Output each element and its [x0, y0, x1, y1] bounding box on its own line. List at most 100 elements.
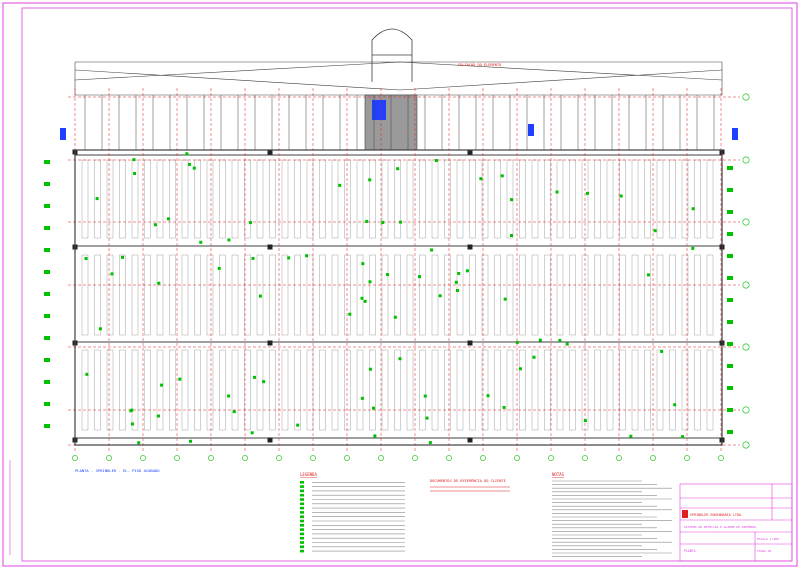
storage-rack	[319, 159, 326, 239]
storage-rack	[144, 159, 151, 239]
alarm-panel	[528, 124, 534, 136]
grid-bubble-right	[742, 218, 750, 226]
storage-rack	[106, 254, 114, 336]
fire-detector	[185, 152, 189, 156]
fire-detector	[178, 377, 182, 381]
legend-symbol	[300, 515, 304, 518]
manual-alarm-station	[44, 270, 50, 274]
fire-detector	[157, 281, 161, 285]
fire-detector	[532, 355, 536, 359]
legend-symbol	[300, 519, 304, 523]
storage-rack	[494, 159, 501, 239]
storage-rack	[369, 349, 376, 431]
fire-detector	[538, 338, 542, 342]
storage-rack	[269, 349, 276, 431]
fire-detector	[338, 183, 342, 187]
storage-rack	[331, 254, 339, 336]
storage-rack	[206, 349, 214, 431]
manual-alarm-station	[727, 364, 733, 368]
storage-rack	[306, 254, 314, 336]
storage-rack	[169, 159, 176, 239]
storage-rack	[656, 254, 664, 336]
storage-rack	[469, 159, 476, 239]
storage-rack	[706, 349, 714, 431]
fire-detector	[110, 272, 114, 276]
grid-bubble-bottom	[276, 455, 282, 461]
storage-rack	[219, 159, 226, 239]
storage-rack	[469, 254, 476, 336]
storage-rack	[431, 349, 439, 431]
grid-bubble-bottom	[616, 455, 622, 461]
title-block	[679, 483, 793, 562]
grid-bubble-right	[742, 343, 750, 351]
storage-rack	[369, 254, 376, 336]
legend-symbol	[300, 511, 304, 514]
storage-rack	[444, 159, 451, 239]
storage-rack	[431, 254, 439, 336]
storage-rack	[219, 254, 226, 336]
storage-rack	[194, 254, 201, 336]
fire-detector	[673, 403, 677, 407]
grid-bubble-bottom	[480, 455, 486, 461]
fire-detector	[95, 197, 99, 201]
storage-rack	[156, 159, 164, 239]
storage-rack	[294, 349, 301, 431]
manual-alarm-station	[727, 188, 733, 192]
fire-detector	[251, 256, 255, 260]
legend-symbol	[300, 549, 304, 553]
fire-detector	[434, 159, 438, 163]
storage-rack	[694, 159, 701, 239]
grid-bubble-bottom	[650, 455, 656, 461]
storage-rack	[706, 159, 714, 239]
storage-rack	[81, 254, 89, 336]
storage-rack	[569, 349, 576, 431]
legend-symbol	[300, 532, 304, 536]
storage-rack	[256, 349, 264, 431]
storage-rack	[144, 254, 151, 336]
fire-detector	[98, 327, 102, 331]
storage-rack	[131, 254, 139, 336]
storage-rack	[656, 349, 664, 431]
sprinkler-pipes	[75, 95, 722, 439]
storage-rack	[419, 349, 426, 431]
fire-detector	[189, 439, 193, 443]
storage-rack	[494, 254, 501, 336]
fire-detector	[84, 257, 88, 261]
storage-rack	[169, 254, 176, 336]
notes-title: NOTAS	[552, 472, 565, 477]
grid-bubble-bottom	[514, 455, 520, 461]
fire-detector	[393, 315, 397, 319]
storage-rack	[406, 254, 414, 336]
fire-detector	[629, 434, 633, 438]
grid-bubble-bottom	[242, 455, 248, 461]
storage-rack	[294, 254, 301, 336]
fire-detector	[423, 394, 427, 398]
storage-rack	[631, 159, 639, 239]
storage-rack	[119, 159, 126, 239]
storage-rack	[681, 349, 689, 431]
storage-rack	[456, 159, 464, 239]
storage-rack	[619, 159, 626, 239]
storage-rack	[706, 254, 714, 336]
company-logo	[682, 510, 688, 518]
storage-rack	[106, 159, 114, 239]
storage-rack	[694, 254, 701, 336]
storage-rack	[419, 159, 426, 239]
sheet-subject: PLANTA	[684, 549, 696, 553]
fire-detector	[425, 416, 429, 420]
storage-rack	[619, 254, 626, 336]
fire-detector	[558, 338, 562, 342]
manual-alarm-station	[44, 292, 50, 296]
fire-detector	[385, 273, 389, 277]
storage-rack	[156, 349, 164, 431]
storage-rack	[381, 349, 389, 431]
grid-bubble-right	[742, 93, 750, 101]
fire-detector	[396, 167, 400, 171]
grid-bubble-bottom	[310, 455, 316, 461]
fire-detector	[418, 275, 422, 279]
fire-detector	[133, 171, 137, 175]
storage-rack	[406, 159, 414, 239]
storage-rack	[569, 254, 576, 336]
storage-rack	[344, 349, 351, 431]
manual-alarm-station	[44, 314, 50, 318]
